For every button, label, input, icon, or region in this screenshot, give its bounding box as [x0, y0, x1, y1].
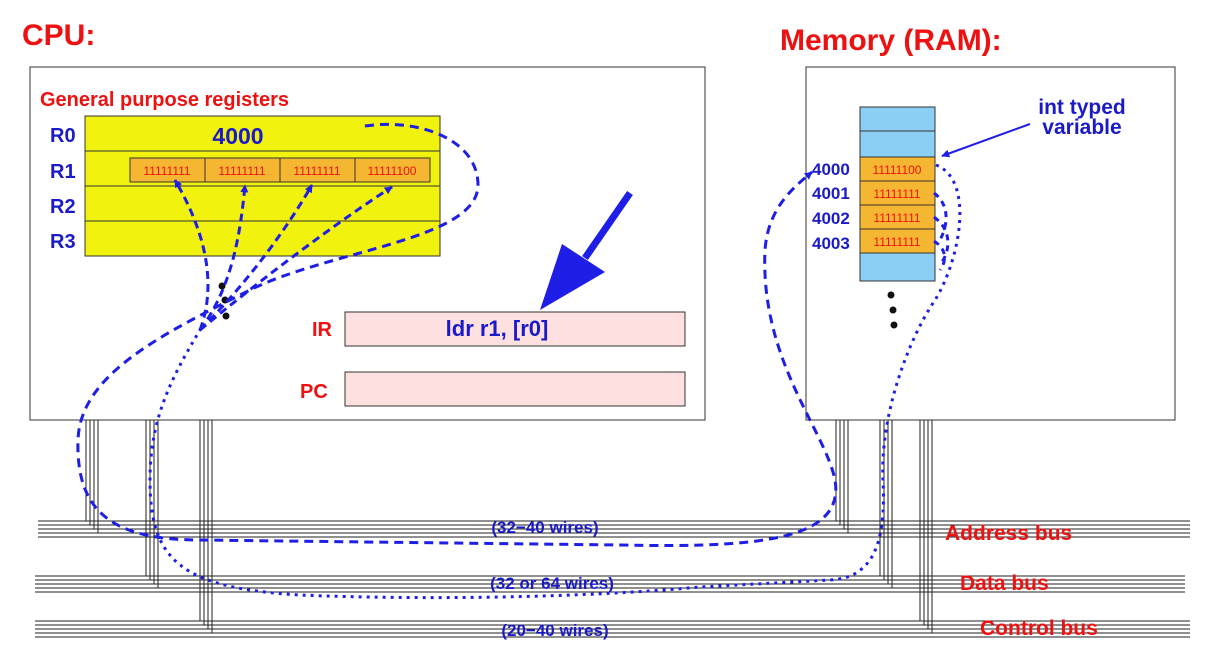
- mem-address-4001: 4001: [812, 184, 850, 203]
- register-name-r0: R0: [50, 125, 76, 147]
- address-path: [76, 122, 838, 548]
- mem-value-4002: 11111111: [873, 211, 920, 225]
- address-bus-wires: (32−40 wires): [491, 518, 598, 537]
- address-bus-label: Address bus: [945, 522, 1072, 545]
- memory-title: Memory (RAM):: [780, 24, 1002, 57]
- register-bank: [84, 115, 441, 257]
- mem-value-4003: 11111111: [873, 235, 920, 249]
- ir-register: [344, 311, 686, 347]
- control-bus-wires: (20−40 wires): [501, 621, 608, 640]
- ir-value: ldr r1, [r0]: [446, 316, 549, 341]
- register-name-r1: R1: [50, 161, 76, 183]
- memory-byte-links: [933, 191, 950, 271]
- data-return-path: [148, 163, 962, 600]
- annotation-arrow: [941, 123, 1031, 158]
- register-name-r3: R3: [50, 231, 76, 253]
- memory-bus-connectors: [835, 420, 933, 633]
- mem-address-4002: 4002: [812, 209, 850, 228]
- mem-value-4000: 11111100: [873, 163, 922, 177]
- pc-label: PC: [300, 381, 328, 403]
- register-r1-bytes: [129, 157, 431, 183]
- mem-value-4001: 11111111: [873, 187, 920, 201]
- control-bus: [35, 620, 1190, 638]
- mem-address-4000: 4000: [812, 160, 850, 179]
- register-name-r2: R2: [50, 196, 76, 218]
- cpu-title: CPU:: [22, 19, 95, 52]
- address-bus: [38, 520, 1190, 538]
- r1-byte-3: 11111100: [368, 164, 417, 178]
- r1-byte-0: 11111111: [143, 164, 190, 178]
- cpu-ellipsis: [218, 282, 230, 320]
- r1-byte-2: 11111111: [293, 164, 340, 178]
- mem-address-4003: 4003: [812, 234, 850, 253]
- annotation-line2: variable: [1042, 116, 1121, 139]
- pc-register: [344, 371, 686, 407]
- memory-cells: [859, 106, 936, 282]
- data-bus-label: Data bus: [960, 572, 1049, 595]
- control-bus-label: Control bus: [980, 617, 1098, 640]
- data-bus-wires: (32 or 64 wires): [490, 574, 614, 593]
- instruction-arrow: [540, 191, 633, 310]
- data-to-r1-arrows: [173, 179, 393, 332]
- annotation-line1: int typed: [1038, 96, 1126, 119]
- r1-byte-1: 11111111: [218, 164, 265, 178]
- register-r0-value: 4000: [212, 123, 263, 149]
- data-bus: [35, 575, 1185, 593]
- registers-label: General purpose registers: [40, 89, 289, 111]
- cpu-bus-connectors: [85, 420, 213, 633]
- memory-ellipsis: [887, 291, 898, 329]
- ir-label: IR: [312, 319, 333, 341]
